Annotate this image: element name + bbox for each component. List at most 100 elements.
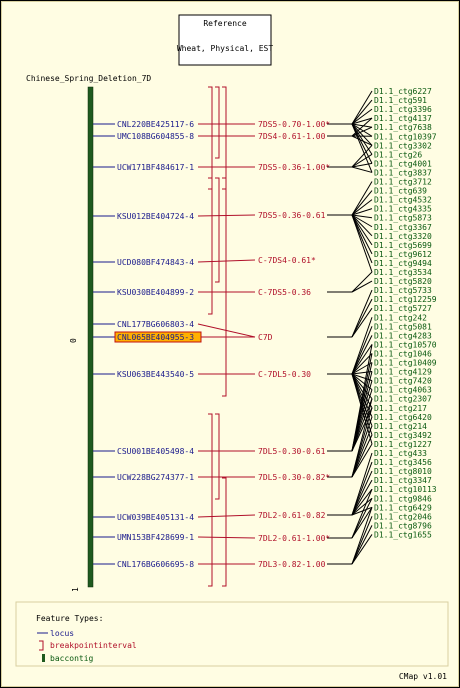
- contig-link: [351, 289, 373, 338]
- contig-label[interactable]: D1.1_ctg12259: [374, 295, 437, 304]
- locus-label[interactable]: KSU012BE404724-4: [117, 212, 194, 221]
- reference-box[interactable]: Reference Wheat, Physical, EST: [177, 14, 274, 66]
- contig-label[interactable]: D1.1_ctg4129: [374, 368, 432, 377]
- contig-label[interactable]: D1.1_ctg10570: [374, 340, 437, 349]
- contig-link: [351, 108, 373, 125]
- contig-label[interactable]: D1.1_ctg9612: [374, 250, 432, 259]
- chromosome-bar[interactable]: [87, 86, 94, 588]
- interval-label[interactable]: 7DL5-0.30-0.82*: [258, 473, 330, 482]
- contig-label[interactable]: D1.1_ctg4001: [374, 159, 432, 168]
- contig-label[interactable]: D1.1_ctg7638: [374, 123, 432, 132]
- locus-label[interactable]: UMN153BF428699-1: [117, 533, 194, 542]
- interval-bracket: [222, 177, 227, 397]
- contig-link: [351, 214, 373, 255]
- locus-label[interactable]: KSU030BE404899-2: [117, 288, 194, 297]
- legend: Feature Types: locus breakpointinterval …: [15, 601, 449, 667]
- contig-label[interactable]: D1.1_ctg4063: [374, 386, 432, 395]
- contig-label[interactable]: D1.1_ctg1046: [374, 349, 432, 358]
- contig-label[interactable]: D1.1_ctg3302: [374, 141, 432, 150]
- locus-label[interactable]: UMC108BG604855-8: [117, 132, 194, 141]
- interval-label[interactable]: 7DL3-0.82-1.00: [258, 560, 326, 569]
- interval-label[interactable]: 7DS5-0.36-0.61: [258, 211, 326, 220]
- contig-label[interactable]: D1.1_ctg242: [374, 313, 427, 322]
- map-title[interactable]: Chinese_Spring_Deletion_7D: [26, 74, 151, 83]
- contig-label[interactable]: D1.1_ctg3712: [374, 178, 432, 187]
- contig-label[interactable]: D1.1_ctg1655: [374, 530, 432, 539]
- contig-link: [351, 153, 373, 168]
- contig-label[interactable]: D1.1_ctg639: [374, 187, 427, 196]
- locus-label[interactable]: UCW039BE405131-4: [117, 513, 194, 522]
- contig-label[interactable]: D1.1_ctg4137: [374, 114, 432, 123]
- contig-link: [351, 488, 373, 516]
- contig-label[interactable]: D1.1_ctg26: [374, 150, 422, 159]
- locus-label[interactable]: CNL220BE425117-6: [117, 120, 194, 129]
- locus-label[interactable]: UCW228BG274377-1: [117, 473, 194, 482]
- contig-label[interactable]: D1.1_ctg10397: [374, 132, 437, 141]
- contig-label[interactable]: D1.1_ctg5727: [374, 304, 432, 313]
- contig-label[interactable]: D1.1_ctg1227: [374, 440, 432, 449]
- contig-label[interactable]: D1.1_ctg8796: [374, 521, 432, 530]
- interval-label[interactable]: C-7DS4-0.61*: [258, 256, 316, 265]
- contig-label[interactable]: D1.1_ctg591: [374, 96, 427, 105]
- contig-link: [351, 389, 373, 452]
- locus-label[interactable]: CNL065BE404955-3: [117, 333, 194, 342]
- locus-label[interactable]: CNL177BG606803-4: [117, 320, 194, 329]
- contig-label[interactable]: D1.1_ctg3456: [374, 458, 432, 467]
- contig-link: [351, 307, 373, 338]
- contig-label[interactable]: D1.1_ctg3534: [374, 268, 432, 277]
- contig-label[interactable]: D1.1_ctg5699: [374, 241, 432, 250]
- contig-label[interactable]: D1.1_ctg217: [374, 404, 427, 413]
- interval-label[interactable]: 7DS5-0.70-1.00*: [258, 120, 330, 129]
- locus-label[interactable]: KSU063BE443540-5: [117, 370, 194, 379]
- contig-label[interactable]: D1.1_ctg5733: [374, 286, 432, 295]
- locus-label[interactable]: CNL176BG606695-8: [117, 560, 194, 569]
- contig-link: [351, 214, 373, 273]
- contig-label[interactable]: D1.1_ctg214: [374, 422, 427, 431]
- contig-label[interactable]: D1.1_ctg4335: [374, 205, 432, 214]
- contig-label[interactable]: D1.1_ctg2307: [374, 395, 432, 404]
- locus-label[interactable]: UCD080BF474843-4: [117, 258, 194, 267]
- contig-label[interactable]: D1.1_ctg8010: [374, 467, 432, 476]
- contig-label[interactable]: D1.1_ctg3492: [374, 431, 432, 440]
- interval-label[interactable]: 7DL5-0.30-0.61: [258, 447, 326, 456]
- contig-label[interactable]: D1.1_ctg6227: [374, 87, 432, 96]
- interval-label[interactable]: 7DS4-0.61-1.00: [258, 132, 326, 141]
- interval-label[interactable]: 7DS5-0.36-1.00*: [258, 163, 330, 172]
- contig-link: [351, 373, 373, 409]
- interval-label[interactable]: 7DL2-0.61-1.00*: [258, 534, 330, 543]
- contig-link: [351, 271, 373, 293]
- contig-label[interactable]: D1.1_ctg3367: [374, 223, 432, 232]
- contig-label[interactable]: D1.1_ctg2046: [374, 512, 432, 521]
- contig-label[interactable]: D1.1_ctg3396: [374, 105, 432, 114]
- interval-legend-icon: [39, 640, 44, 651]
- contig-label[interactable]: D1.1_ctg6420: [374, 413, 432, 422]
- contig-label[interactable]: D1.1_ctg5873: [374, 214, 432, 223]
- contig-label[interactable]: D1.1_ctg9846: [374, 494, 432, 503]
- interval-label[interactable]: C-7DS5-0.36: [258, 288, 311, 297]
- contig-label[interactable]: D1.1_ctg5081: [374, 322, 432, 331]
- contig-label[interactable]: D1.1_ctg3837: [374, 168, 432, 177]
- contig-label[interactable]: D1.1_ctg3320: [374, 232, 432, 241]
- contig-label[interactable]: D1.1_ctg4283: [374, 331, 432, 340]
- contig-label[interactable]: D1.1_ctg3347: [374, 476, 432, 485]
- contig-label[interactable]: D1.1_ctg6429: [374, 503, 432, 512]
- contig-link: [351, 190, 373, 216]
- interval-label[interactable]: 7DL2-0.61-0.82: [258, 511, 326, 520]
- interval-label[interactable]: C7D: [258, 333, 273, 342]
- contig-label[interactable]: D1.1_ctg7420: [374, 377, 432, 386]
- interval-bracket: [222, 86, 227, 190]
- contig-label[interactable]: D1.1_ctg10409: [374, 359, 437, 368]
- legend-contig: baccontig: [50, 654, 94, 663]
- locus-label[interactable]: UCW171BF484617-1: [117, 163, 194, 172]
- contig-label[interactable]: D1.1_ctg433: [374, 449, 427, 458]
- contig-link: [351, 135, 373, 146]
- contig-label[interactable]: D1.1_ctg5820: [374, 277, 432, 286]
- footer-version: CMap v1.01: [399, 672, 447, 681]
- contig-link: [351, 123, 373, 146]
- contig-label[interactable]: D1.1_ctg4532: [374, 196, 432, 205]
- locus-label[interactable]: CSU001BE405498-4: [117, 447, 194, 456]
- interval-label[interactable]: C-7DL5-0.30: [258, 370, 311, 379]
- contig-label[interactable]: D1.1_ctg10113: [374, 485, 437, 494]
- contig-label[interactable]: D1.1_ctg9494: [374, 259, 432, 268]
